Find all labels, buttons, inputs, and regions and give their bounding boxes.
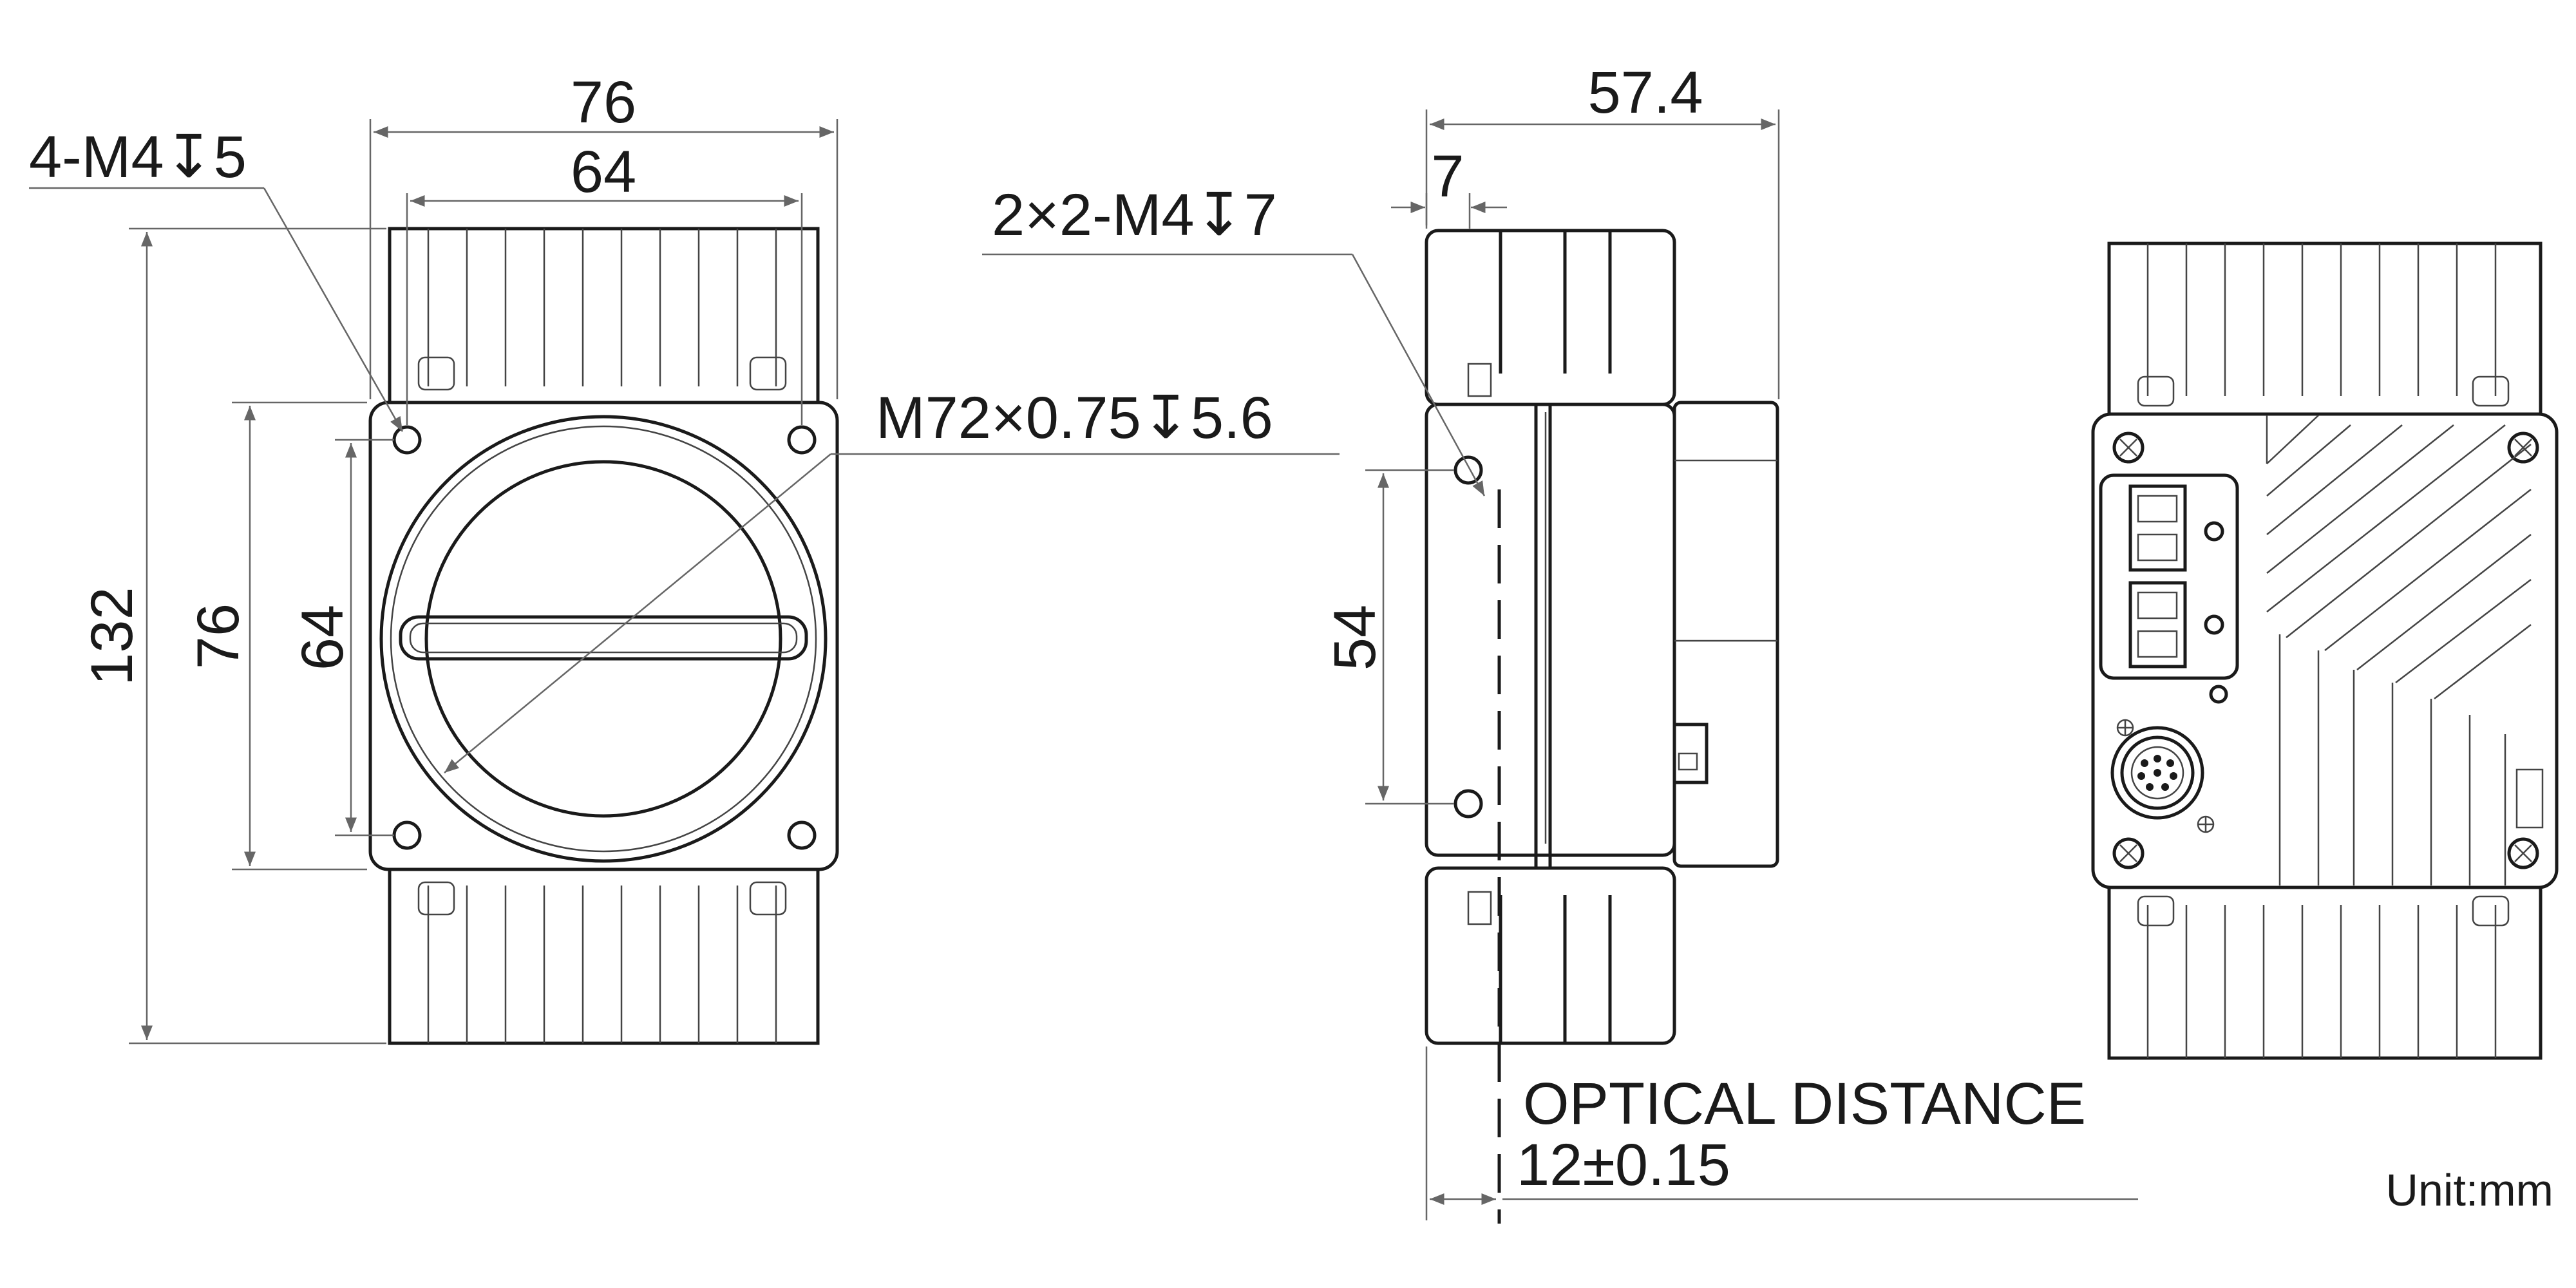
front-view: 76 64 132 76 64	[29, 70, 1340, 1045]
front-top-heatsink	[388, 227, 820, 404]
side-rear-module	[1672, 401, 1779, 868]
front-corner-holes	[392, 425, 817, 850]
hole-callout-label: 4-M4↧5	[29, 124, 247, 190]
front-bottom-heatsink	[388, 867, 820, 1045]
dim-hole-spacing	[1365, 469, 1454, 805]
dim-optical-distance	[1425, 1046, 2138, 1220]
dim-width-holes-label: 64	[571, 139, 636, 205]
dim-depth-label: 57.4	[1587, 60, 1703, 126]
rear-diagonal-fins	[2266, 415, 2544, 886]
hole-callout-leader	[29, 187, 404, 432]
rear-bottom-heatsink	[2107, 886, 2543, 1060]
rear-top-heatsink	[2107, 242, 2543, 416]
side-hole-callout-label: 2×2-M4↧7	[992, 182, 1277, 248]
side-mount-holes	[1454, 455, 1483, 819]
side-hole-callout-leader	[982, 253, 1486, 497]
dim-hole-spacing-label: 54	[1322, 605, 1388, 670]
rear-view	[2091, 242, 2559, 1060]
dim-height-overall	[129, 227, 386, 1045]
optical-distance-value: 12±0.15	[1517, 1132, 1730, 1198]
dim-height-holes-label: 64	[290, 605, 355, 670]
dim-height-holes	[335, 439, 394, 837]
rear-connector-panel	[2099, 473, 2239, 704]
side-bottom-heatsink	[1425, 866, 1676, 1045]
dim-width-overall	[369, 119, 838, 399]
dim-height-overall-label: 132	[79, 587, 145, 686]
front-lens-mount	[379, 415, 828, 863]
dim-height-body-label: 76	[185, 603, 251, 669]
side-top-heatsink	[1425, 229, 1676, 406]
dim-height-body	[232, 401, 367, 871]
rear-io-connector	[2110, 719, 2215, 833]
side-flange	[1534, 402, 1552, 870]
dim-width-holes	[406, 193, 803, 425]
dim-offset-label: 7	[1431, 144, 1464, 209]
unit-label: Unit:mm	[2385, 1165, 2553, 1215]
optical-distance-label: OPTICAL DISTANCE	[1523, 1071, 2086, 1137]
front-body-plate	[368, 401, 839, 871]
mount-callout-label: M72×0.75↧5.6	[876, 385, 1273, 451]
side-view: 57.4 7 2×2-M4↧7 54 OPTICAL DISTANCE	[982, 60, 2138, 1224]
rear-corner-screws	[2112, 431, 2539, 869]
dim-depth	[1425, 109, 1780, 399]
mount-callout-leader	[444, 453, 1340, 773]
dim-width-overall-label: 76	[571, 70, 636, 135]
dim-offset	[1391, 193, 1507, 229]
